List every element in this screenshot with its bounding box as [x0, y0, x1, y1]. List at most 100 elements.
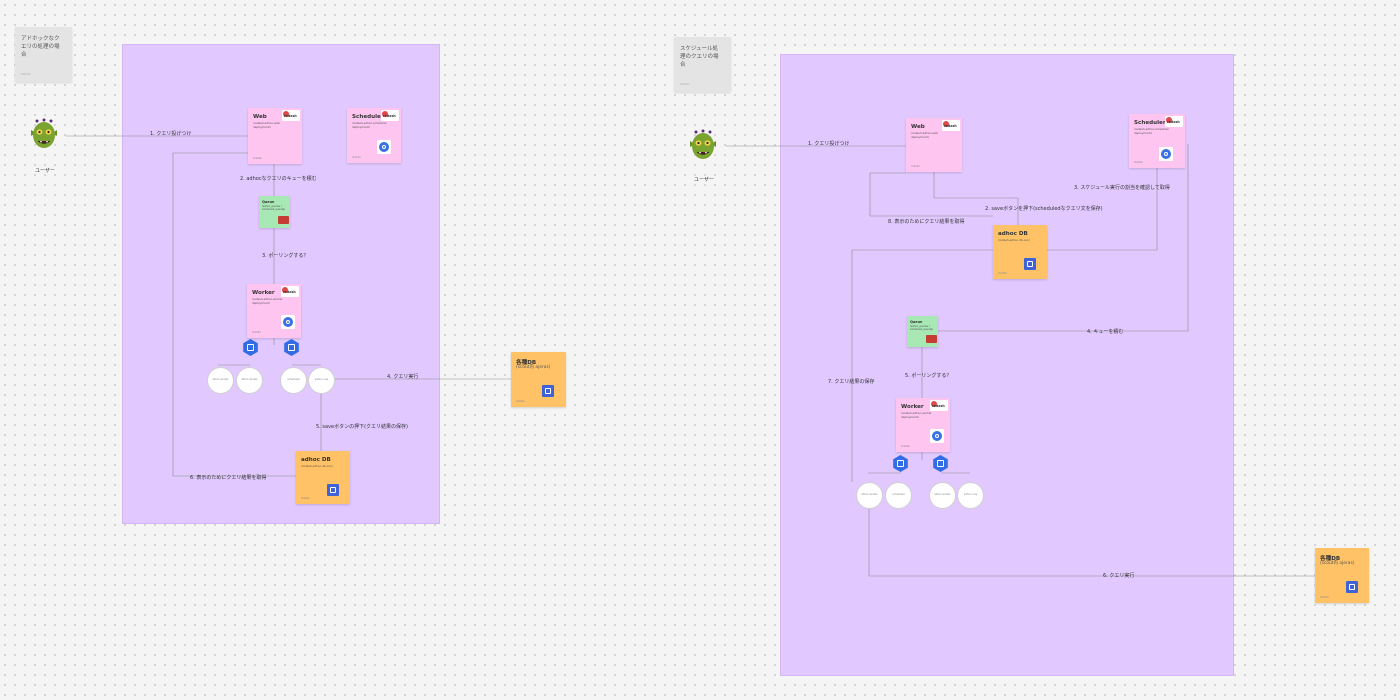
- left-dwh-sticky[interactable]: 各種DB (scout内 ajeras) Yoshiki: [511, 352, 566, 407]
- right-web-title: Web: [911, 124, 925, 130]
- right-web-subtitle: (redash-adhoc-web deployment): [911, 131, 938, 139]
- right-db-author: Yoshiki: [998, 272, 1007, 275]
- left-pod-2[interactable]: adhoc-worker: [236, 367, 263, 394]
- left-step-4-label: 4. クエリ実行: [387, 374, 419, 380]
- right-pod-2[interactable]: scheduled: [885, 482, 912, 509]
- right-web-sticky[interactable]: Web (redash-adhoc-web deployment) Yoshik…: [906, 118, 962, 172]
- left-web-sticky[interactable]: Web (redash-adhoc-web deployment) Yoshik…: [248, 108, 302, 164]
- pod-label: adhoc-worker: [934, 493, 951, 496]
- left-web-title: Web: [253, 114, 267, 120]
- left-db-subtitle: (redash-adhoc-db-xxx): [301, 464, 333, 468]
- k8s-pod-icon: [893, 455, 908, 472]
- left-dwh-title: 各種DB: [516, 360, 537, 366]
- left-dwh-author: Yoshiki: [516, 400, 525, 403]
- left-queue-title: Queue: [262, 200, 275, 204]
- left-step-6-label: 6. 表示のためにクエリ結果を取得: [190, 475, 267, 481]
- left-worker-subtitle: (redash-adhoc-worker deployment): [252, 297, 283, 305]
- right-step-5-label: 5. ポーリングする？: [905, 373, 952, 379]
- k8s-deployment-icon: [1159, 147, 1173, 161]
- right-scheduler-title: Scheduler: [1134, 120, 1166, 126]
- redash-logo-text: redash: [284, 114, 297, 118]
- left-user-label: ユーザー: [35, 168, 55, 174]
- right-queue-sticky[interactable]: Queue (adhoc_queries / scheduled_queries…: [907, 316, 938, 347]
- right-db-subtitle: (redash-adhoc-db-xxx): [998, 238, 1030, 242]
- right-dwh-sticky[interactable]: 各種DB (scout内 ajeras) Yoshiki: [1315, 548, 1369, 603]
- redash-logo-text: redash: [383, 114, 396, 118]
- redash-logo-text: redash: [944, 124, 957, 128]
- pod-label: adhoc-worker: [861, 493, 878, 496]
- database-icon: [1346, 581, 1358, 593]
- left-dwh-subtitle: (scout内 ajeras): [516, 365, 551, 370]
- left-scheduler-subtitle: (redash-adhoc-scheduler deployment): [352, 121, 387, 129]
- pod-label: scheduled: [892, 493, 905, 496]
- redash-logo-icon: redash: [281, 286, 299, 297]
- redash-logo-icon: redash: [282, 110, 300, 121]
- left-scheduler-title: Scheduler: [352, 114, 384, 120]
- right-step-7-label: 7. クエリ結果の保存: [828, 379, 875, 385]
- left-user-monster-icon: [31, 118, 57, 148]
- right-scheduler-sticky[interactable]: Scheduler (redash-adhoc-scheduler deploy…: [1129, 114, 1185, 168]
- right-db-sticky[interactable]: adhoc DB (redash-adhoc-db-xxx) Yoshiki: [993, 225, 1047, 279]
- k8s-deployment-icon: [930, 429, 944, 443]
- redash-logo-icon: redash: [381, 110, 399, 121]
- right-worker-subtitle: (redash-adhoc-worker deployment): [901, 411, 932, 419]
- left-step-5-label: 5. saveボタンの押下(クエリ結果の保存): [316, 424, 408, 430]
- right-pod-1[interactable]: adhoc-worker: [856, 482, 883, 509]
- left-note-author: Yoshiki: [21, 72, 31, 76]
- redash-logo-text: redash: [283, 290, 296, 294]
- right-step-3-label: 3. スケジュール実行の割当を確認して取得: [1074, 185, 1170, 191]
- right-step-2-label: 2. saveボタンを押下(scheduledなクエリ文を保存): [985, 206, 1103, 212]
- pod-label: scheduled: [287, 378, 300, 381]
- database-icon: [542, 385, 554, 397]
- left-db-author: Yoshiki: [301, 497, 310, 500]
- left-db-title: adhoc DB: [301, 457, 331, 463]
- right-web-author: Yoshiki: [911, 165, 920, 168]
- redis-icon: [926, 335, 937, 343]
- left-worker-sticky[interactable]: Worker (redash-adhoc-worker deployment) …: [247, 284, 301, 338]
- redash-logo-icon: redash: [1165, 116, 1183, 127]
- right-step-1-label: 1. クエリ投げつけ: [808, 141, 850, 147]
- left-step-1-label: 1. クエリ投げつけ: [150, 131, 192, 137]
- right-pod-3[interactable]: adhoc-worker: [929, 482, 956, 509]
- right-context-note[interactable]: スケジュール処理のクエリの場合 Yoshiki: [674, 37, 731, 92]
- left-step-2-label: 2. adhocなクエリのキューを積む: [240, 176, 317, 182]
- k8s-deployment-icon: [281, 315, 295, 329]
- right-dwh-subtitle: (scout内 ajeras): [1320, 561, 1355, 566]
- right-queue-title: Queue: [910, 320, 923, 324]
- database-icon: [327, 484, 339, 496]
- right-scheduler-author: Yoshiki: [1134, 161, 1143, 164]
- right-scheduler-subtitle: (redash-adhoc-scheduler deployment): [1134, 127, 1169, 135]
- redis-icon: [278, 216, 289, 224]
- k8s-pod-icon: [243, 339, 258, 356]
- left-queue-subtitle: (adhoc_queries / scheduled_queries): [262, 205, 286, 212]
- left-pod-3[interactable]: scheduled: [280, 367, 307, 394]
- pod-label: adhoc-n-sa: [963, 493, 978, 496]
- database-icon: [1024, 258, 1036, 270]
- right-step-4-label: 4. キューを積む: [1087, 329, 1124, 335]
- right-dwh-author: Yoshiki: [1320, 596, 1329, 599]
- left-pod-4[interactable]: adhoc-n-sa: [308, 367, 335, 394]
- left-scheduler-author: Yoshiki: [352, 156, 361, 159]
- redash-logo-icon: redash: [942, 120, 960, 131]
- left-step-3-label: 3. ポーリングする？: [262, 253, 309, 259]
- redash-logo-text: redash: [1167, 120, 1180, 124]
- redash-logo-icon: redash: [930, 400, 948, 411]
- right-dwh-title: 各種DB: [1320, 556, 1341, 562]
- left-db-sticky[interactable]: adhoc DB (redash-adhoc-db-xxx) Yoshiki: [296, 451, 350, 504]
- right-db-title: adhoc DB: [998, 231, 1028, 237]
- right-step-6-label: 6. クエリ実行: [1103, 573, 1135, 579]
- right-note-text: スケジュール処理のクエリの場合: [680, 46, 719, 68]
- k8s-pod-icon: [284, 339, 299, 356]
- left-worker-author: Yoshiki: [252, 331, 261, 334]
- right-worker-sticky[interactable]: Worker (redash-adhoc-worker deployment) …: [896, 398, 950, 452]
- left-scheduler-sticky[interactable]: Scheduler (redash-adhoc-scheduler deploy…: [347, 108, 401, 163]
- left-queue-sticky[interactable]: Queue (adhoc_queries / scheduled_queries…: [259, 196, 290, 228]
- k8s-pod-icon: [933, 455, 948, 472]
- right-note-author: Yoshiki: [680, 82, 690, 86]
- right-user-monster-icon: [690, 129, 716, 159]
- right-user-label: ユーザー: [694, 177, 714, 183]
- right-pod-4[interactable]: adhoc-n-sa: [957, 482, 984, 509]
- left-context-note[interactable]: アドホックなクエリの処理の場合 Yoshiki: [15, 27, 72, 82]
- left-pod-1[interactable]: adhoc-worker: [207, 367, 234, 394]
- right-worker-author: Yoshiki: [901, 445, 910, 448]
